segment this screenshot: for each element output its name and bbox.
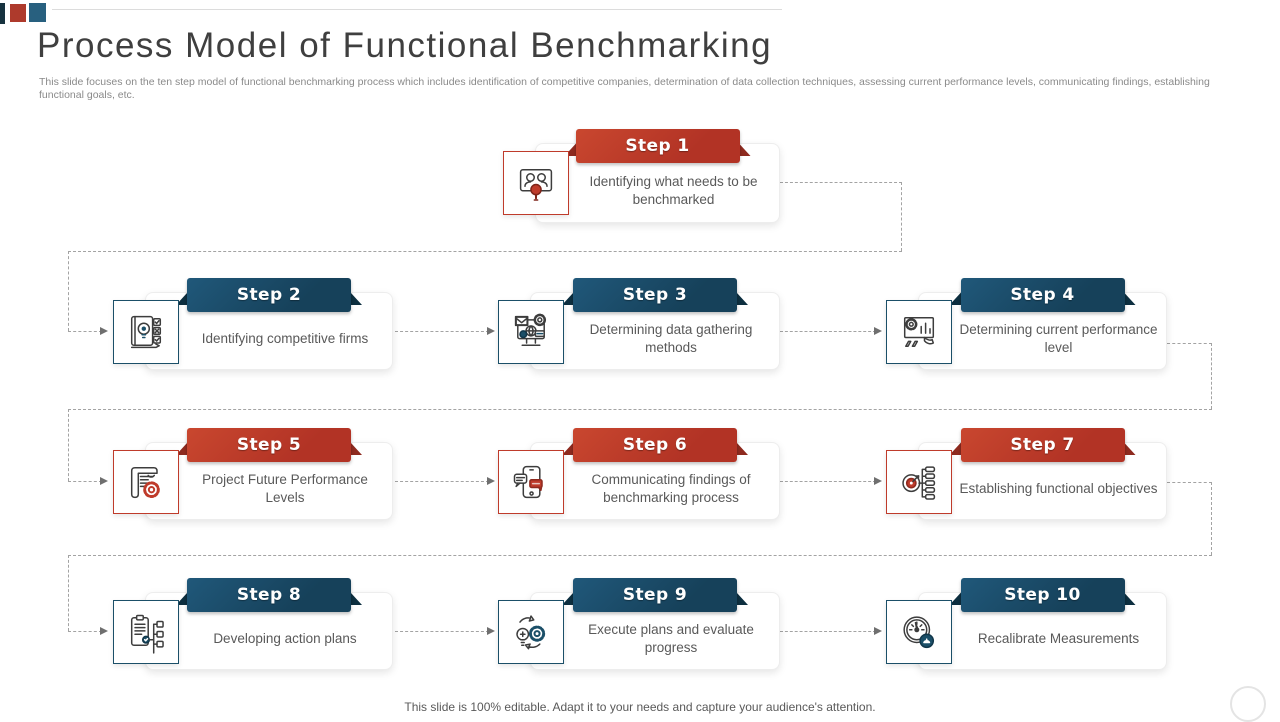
connector-step2-step3 (395, 331, 489, 332)
arrowhead-icon (100, 627, 108, 635)
page-title: Process Model of Functional Benchmarking (37, 26, 773, 65)
connector-step4-step5 (68, 409, 69, 481)
connector-step4-step5 (1167, 343, 1212, 344)
connector-step1-step2 (780, 182, 902, 183)
connector-step7-step8 (68, 555, 1212, 556)
step-card-10: Step 10 Recalibrate Measurements (886, 578, 1167, 670)
target-objectives-icon (886, 450, 952, 514)
arrowhead-icon (487, 327, 495, 335)
step-ribbon: Step 9 (562, 578, 748, 612)
slide-subtitle: This slide focuses on the ten step model… (39, 76, 1210, 101)
step-ribbon: Step 5 (176, 428, 362, 462)
connector-step1-step2 (68, 251, 69, 331)
step-label: Step 1 (575, 129, 740, 163)
step-card-3: Step 3 Determining data gathering method… (498, 278, 780, 370)
step-label: Step 7 (960, 428, 1125, 462)
step-card-8: Step 8 Developing action plans (113, 578, 393, 670)
gauge-recalibrate-icon (886, 600, 952, 664)
phone-chat-icon (498, 450, 564, 514)
connector-step3-step4 (780, 331, 876, 332)
connector-step1-step2 (68, 331, 102, 332)
step-label: Step 10 (960, 578, 1125, 612)
performance-chart-gear-icon (886, 300, 952, 364)
step-card-6: Step 6 Communicating findings of benchma… (498, 428, 780, 520)
arrowhead-icon (487, 477, 495, 485)
step-card-5: Step 5 Project Future Performance Levels (113, 428, 393, 520)
step-ribbon: Step 7 (949, 428, 1136, 462)
step-description: Determining data gathering methods (589, 322, 753, 355)
step-description: Recalibrate Measurements (977, 631, 1140, 647)
connector-step9-step10 (780, 631, 876, 632)
step-card-1: Step 1 Identifying what needs to be benc… (503, 129, 780, 223)
step-label: Step 8 (187, 578, 351, 612)
idea-gear-cycle-icon (498, 600, 564, 664)
step-ribbon: Step 4 (949, 278, 1136, 312)
step-description: Identifying competitive firms (201, 331, 369, 347)
connector-step7-step8 (68, 555, 69, 631)
connector-step8-step9 (395, 631, 489, 632)
connector-step6-step7 (780, 481, 876, 482)
connector-step7-step8 (1211, 482, 1212, 555)
arrowhead-icon (874, 327, 882, 335)
arrowhead-icon (874, 477, 882, 485)
corner-circle-decoration (1230, 686, 1266, 722)
step-ribbon: Step 10 (949, 578, 1136, 612)
step-description: Establishing functional objectives (959, 481, 1158, 497)
arrowhead-icon (100, 477, 108, 485)
step-description: Project Future Performance Levels (202, 472, 368, 505)
step-label: Step 5 (187, 428, 351, 462)
connector-step4-step5 (1211, 343, 1212, 409)
corner-accent-square-red (10, 4, 26, 22)
step-ribbon: Step 2 (176, 278, 362, 312)
clipboard-action-plan-icon (113, 600, 179, 664)
step-ribbon: Step 8 (176, 578, 362, 612)
corner-accent-square-blue (29, 3, 46, 22)
step-ribbon: Step 3 (562, 278, 748, 312)
step-label: Step 6 (573, 428, 737, 462)
connector-step4-step5 (68, 481, 102, 482)
connector-step5-step6 (395, 481, 489, 482)
corner-accent-bar (0, 3, 5, 24)
step-card-9: Step 9 Execute plans and evaluate progre… (498, 578, 780, 670)
header-divider-line (52, 9, 782, 10)
step-card-2: Step 2 Identifying competitive firms (113, 278, 393, 370)
idea-book-checklist-icon (113, 300, 179, 364)
step-card-4: Step 4 Determining current performance l… (886, 278, 1167, 370)
step-description: Determining current performance level (959, 322, 1158, 355)
screen-people-magnifier-icon (503, 151, 569, 215)
computer-data-sources-icon (498, 300, 564, 364)
connector-step7-step8 (68, 631, 102, 632)
connector-step4-step5 (68, 409, 1212, 410)
step-label: Step 4 (960, 278, 1125, 312)
step-description: Identifying what needs to be benchmarked (589, 174, 758, 207)
arrowhead-icon (874, 627, 882, 635)
step-description: Execute plans and evaluate progress (588, 622, 754, 655)
footer-note: This slide is 100% editable. Adapt it to… (404, 700, 876, 714)
step-label: Step 9 (573, 578, 737, 612)
arrowhead-icon (100, 327, 108, 335)
step-card-7: Step 7 Establishing functional objective… (886, 428, 1167, 520)
step-ribbon: Step 1 (564, 129, 751, 163)
connector-step1-step2 (901, 182, 902, 251)
step-ribbon: Step 6 (562, 428, 748, 462)
step-description: Developing action plans (213, 631, 357, 647)
step-label: Step 3 (573, 278, 737, 312)
arrowhead-icon (487, 627, 495, 635)
document-gear-icon (113, 450, 179, 514)
step-description: Communicating findings of benchmarking p… (591, 472, 751, 505)
step-label: Step 2 (187, 278, 351, 312)
connector-step1-step2 (68, 251, 902, 252)
connector-step7-step8 (1167, 482, 1212, 483)
